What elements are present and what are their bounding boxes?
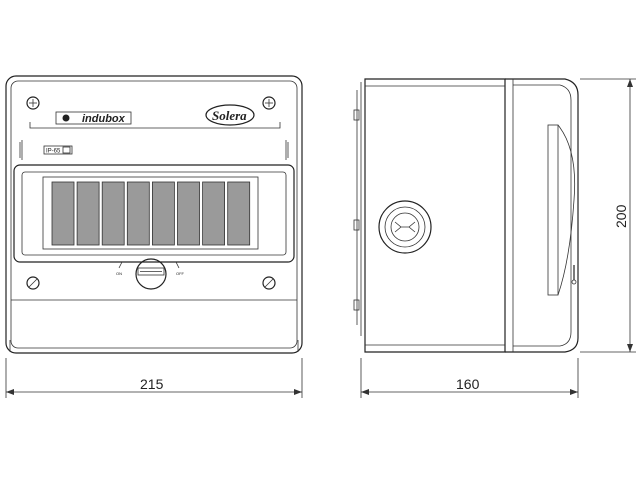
side-view bbox=[353, 78, 579, 353]
breaker-module bbox=[51, 181, 75, 246]
solera-logo: Solera bbox=[205, 104, 255, 126]
lock-symbol-icon bbox=[118, 261, 123, 269]
door-latch: ON OFF bbox=[116, 258, 185, 290]
screw-top-left-icon bbox=[26, 96, 40, 110]
screw-bottom-left-icon bbox=[26, 276, 40, 290]
breaker-module bbox=[227, 181, 251, 246]
logo-label: Solera bbox=[212, 108, 247, 123]
breaker-module bbox=[76, 181, 100, 246]
din-rail-area bbox=[42, 176, 259, 250]
breaker-module bbox=[177, 181, 200, 246]
sun-logo-icon bbox=[62, 114, 70, 122]
screw-top-right-icon bbox=[262, 96, 276, 110]
height-value: 200 bbox=[613, 204, 629, 228]
front-housing-inner-outline bbox=[10, 80, 298, 349]
label-strip bbox=[29, 122, 281, 129]
latch-knob bbox=[135, 258, 167, 290]
switch-right-text: OFF bbox=[176, 271, 185, 276]
depth-dimension: 160 bbox=[360, 358, 579, 398]
module-window-inner bbox=[21, 171, 287, 256]
brand-badge: indubox bbox=[55, 111, 132, 125]
front-view: indubox Solera IP-65 bbox=[5, 75, 303, 354]
breaker-module bbox=[101, 181, 125, 246]
width-dimension: 215 bbox=[5, 358, 303, 398]
brand-label: indubox bbox=[82, 113, 126, 125]
hinge-bar bbox=[547, 124, 559, 296]
front-housing-outline bbox=[5, 75, 303, 354]
module-window-frame bbox=[13, 164, 295, 263]
height-dimension: 200 bbox=[580, 78, 636, 353]
cable-gland-icon bbox=[378, 200, 432, 254]
screw-bottom-right-icon bbox=[262, 276, 276, 290]
breaker-module bbox=[126, 181, 150, 246]
breaker-module bbox=[151, 181, 175, 246]
ip-rating-text: IP-65 bbox=[46, 149, 61, 155]
ip-rating-tag: IP-65 bbox=[43, 145, 73, 155]
side-door-profile bbox=[505, 78, 579, 353]
switch-left-text: ON bbox=[116, 271, 122, 276]
depth-value: 160 bbox=[456, 376, 480, 392]
side-body bbox=[364, 78, 506, 353]
breaker-modules bbox=[51, 181, 251, 246]
breaker-module bbox=[202, 181, 226, 246]
unlock-symbol-icon bbox=[175, 261, 180, 269]
width-value: 215 bbox=[140, 376, 164, 392]
